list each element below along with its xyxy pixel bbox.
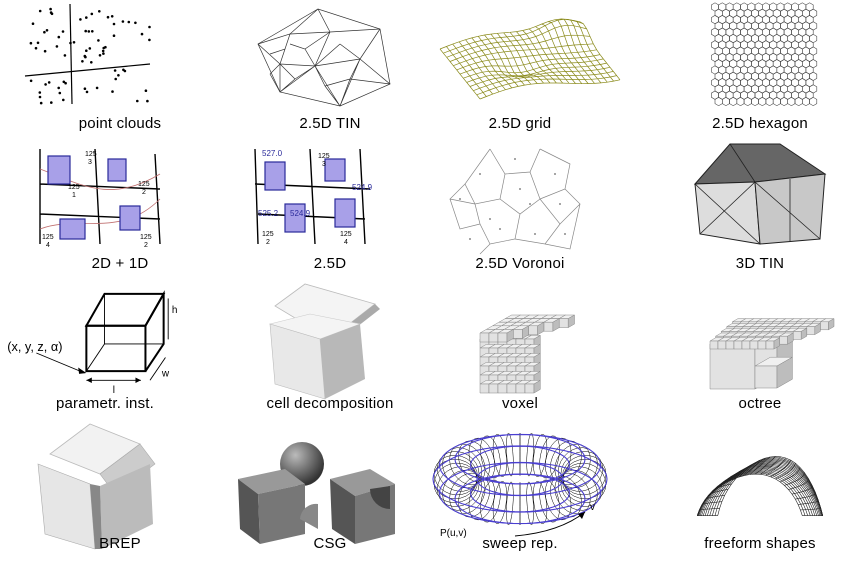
- caption-map-25d: 2.5D: [230, 255, 430, 272]
- caption-grid-25d: 2.5D grid: [420, 115, 620, 132]
- cell-voxel: voxel: [420, 284, 620, 424]
- label-map-3: 524.9: [352, 183, 373, 192]
- sweep-figure: P(u,v) v: [420, 424, 620, 542]
- voronoi-25d-figure: [420, 144, 620, 262]
- cell-brep: BREP: [20, 424, 220, 564]
- cell-map-25d: 527.0 125 3 524.9 525.2 524.9 125 2 125 …: [230, 144, 430, 284]
- label-2d1d-2: 125: [68, 184, 80, 191]
- cell-octree: octree: [660, 284, 850, 424]
- point-clouds-figure: [20, 4, 220, 122]
- map-25d-figure: 527.0 125 3 524.9 525.2 524.9 125 2 125 …: [230, 144, 430, 262]
- label-map-2: 3: [322, 161, 326, 168]
- label-map-4: 525.2: [258, 209, 279, 218]
- freeform-figure: [660, 424, 850, 542]
- caption-voxel: voxel: [420, 395, 620, 412]
- caption-cell-decomp: cell decomposition: [230, 395, 430, 412]
- label-param-h: h: [172, 305, 178, 316]
- cell-point-clouds: point clouds: [20, 4, 220, 144]
- csg-figure: [230, 424, 430, 542]
- hexagon-25d-figure: [660, 4, 850, 122]
- cell-freeform: freeform shapes: [660, 424, 850, 564]
- cell-cell-decomp: cell decomposition: [230, 284, 430, 424]
- octree-figure: [660, 284, 850, 402]
- caption-octree: octree: [660, 395, 850, 412]
- caption-parametr: parametr. inst.: [20, 395, 190, 412]
- label-2d1d-9: 2: [144, 242, 148, 249]
- caption-2d-1d: 2D + 1D: [20, 255, 220, 272]
- label-2d1d-0: 125: [85, 151, 97, 158]
- label-map-1: 125: [318, 153, 330, 160]
- caption-brep: BREP: [20, 535, 220, 552]
- cell-sweep: P(u,v) v sweep rep.: [420, 424, 620, 564]
- cell-decomp-figure: [230, 284, 430, 402]
- caption-tin-25d: 2.5D TIN: [230, 115, 430, 132]
- label-2d1d-3: 1: [72, 192, 76, 199]
- label-param-w: w: [161, 369, 170, 380]
- 2d-1d-figure: 125 3 125 1 125 2 125 4 125 2: [20, 144, 220, 262]
- label-param-pos: (x, y, z, α): [7, 339, 62, 354]
- caption-freeform: freeform shapes: [660, 535, 850, 552]
- caption-voronoi-25d: 2.5D Voronoi: [420, 255, 620, 272]
- caption-csg: CSG: [230, 535, 430, 552]
- parametr-figure: (x, y, z, α) h w l: [0, 284, 200, 402]
- label-2d1d-6: 125: [42, 234, 54, 241]
- label-2d1d-4: 125: [138, 181, 150, 188]
- label-sweep-v: v: [590, 502, 595, 513]
- label-map-5: 524.9: [290, 209, 311, 218]
- label-map-8: 125: [340, 231, 352, 238]
- cell-voronoi-25d: 2.5D Voronoi: [420, 144, 620, 284]
- label-2d1d-7: 4: [46, 242, 50, 249]
- label-2d1d-8: 125: [140, 234, 152, 241]
- cell-grid-25d: 2.5D grid: [420, 4, 620, 144]
- voxel-figure: [420, 284, 620, 402]
- caption-point-clouds: point clouds: [20, 115, 220, 132]
- cell-2d-1d: 125 3 125 1 125 2 125 4 125 2 2D + 1D: [20, 144, 220, 284]
- label-map-0: 527.0: [262, 149, 283, 158]
- tin-3d-figure: [660, 144, 850, 262]
- label-2d1d-1: 3: [88, 159, 92, 166]
- label-map-9: 4: [344, 239, 348, 246]
- caption-sweep: sweep rep.: [420, 535, 620, 552]
- cell-tin-25d: 2.5D TIN: [230, 4, 430, 144]
- caption-hexagon-25d: 2.5D hexagon: [660, 115, 850, 132]
- brep-figure: [20, 424, 220, 542]
- label-map-7: 2: [266, 239, 270, 246]
- caption-tin-3d: 3D TIN: [660, 255, 850, 272]
- cell-parametr: (x, y, z, α) h w l parametr. inst.: [0, 284, 200, 424]
- grid-25d-figure: [420, 4, 620, 122]
- tin-25d-figure: [230, 4, 430, 122]
- label-2d1d-5: 2: [142, 189, 146, 196]
- label-map-6: 125: [262, 231, 274, 238]
- cell-tin-3d: 3D TIN: [660, 144, 850, 284]
- cell-csg: CSG: [230, 424, 430, 564]
- cell-hexagon-25d: 2.5D hexagon: [660, 4, 850, 144]
